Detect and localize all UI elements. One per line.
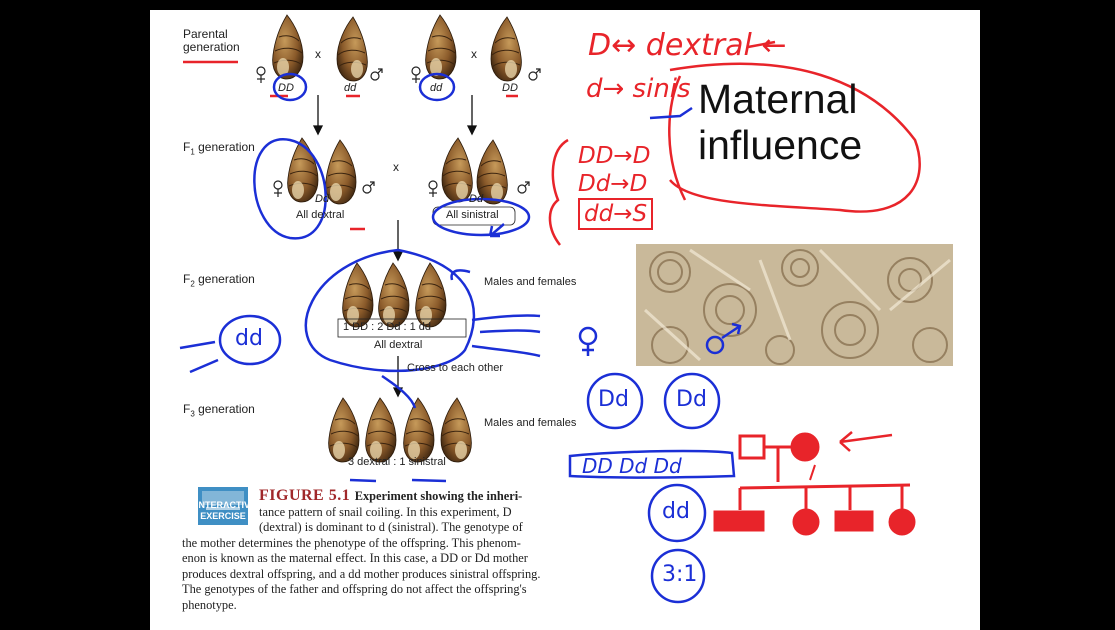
pedigree-drawing [715, 432, 914, 534]
f2-generation-label: F2 generation [183, 272, 255, 288]
genotype-label: DD [502, 82, 518, 94]
handwritten-row-genotypes: DD Dd Dd [582, 454, 682, 478]
cross-symbol: x [393, 160, 399, 174]
genotype-label: dd [430, 82, 442, 94]
genotype-label: Dd [469, 193, 483, 205]
caption-line: the mother determines the phenotype of t… [182, 536, 521, 552]
genotype-label: dd [344, 82, 356, 94]
snail-shell-dextral [343, 263, 373, 327]
handwritten-rules: DD→D Dd→D dd→S [578, 142, 653, 230]
snail-shell-dextral [416, 263, 446, 327]
caption-line: enon is known as the maternal effect. In… [182, 551, 528, 567]
f2-ratio: 1 DD : 2 Dd : 1 dd [343, 321, 431, 333]
snail-shell-dextral [288, 138, 318, 202]
snail-shell-dextral [326, 140, 356, 204]
f1-left-result: All dextral [296, 209, 344, 221]
handwritten-f2-dd: dd [235, 326, 263, 351]
handwritten-d-sinis: d→ sinis [586, 74, 691, 104]
figure-label: FIGURE 5.1 [259, 487, 350, 504]
f2-side-label: Males and females [484, 276, 576, 288]
handwritten-d-dextral: D↔ dextral ← [588, 28, 787, 63]
snail-shell-sinistral [441, 398, 471, 462]
cross-symbol: x [315, 47, 321, 61]
snail-shell-dextral [491, 17, 521, 81]
f2-result: All dextral [374, 339, 422, 351]
f3-generation-label: F3 generation [183, 402, 255, 418]
f3-side-label: Males and females [484, 417, 576, 429]
caption-line: (dextral) is dominant to d (sinistral). … [259, 520, 523, 536]
f1-generation-label: F1 generation [183, 140, 255, 156]
snail-shells-photo [636, 244, 953, 366]
snail-shell-dextral [404, 398, 434, 462]
figure-title: Experiment showing the inheri- [355, 489, 523, 503]
handwritten-ratio: 3:1 [662, 562, 697, 587]
snail-shell-dextral [366, 398, 396, 462]
handwritten-female-genotype: Dd [598, 387, 629, 412]
cross-each-other-label: Cross to each other [407, 362, 503, 374]
snail-shell-dextral [379, 263, 409, 327]
caption-line: produces dextral offspring, and a dd mot… [182, 567, 540, 583]
figure-caption: FIGURE 5.1 Experiment showing the inheri… [259, 487, 579, 505]
snail-shell-dextral [273, 15, 303, 79]
maternal-influence-heading: Maternal influence [698, 76, 862, 168]
f1-right-result: All sinistral [446, 209, 499, 221]
snail-shell-sinistral [426, 15, 456, 79]
caption-line: The genotypes of the father and offsprin… [182, 582, 527, 598]
genotype-label: DD [278, 82, 294, 94]
cross-symbol: x [471, 47, 477, 61]
handwritten-male-genotype: Dd [676, 387, 707, 412]
caption-line: phenotype. [182, 598, 237, 614]
handwritten-dd: dd [662, 499, 690, 524]
f3-ratio: 3 dextral : 1 sinistral [348, 456, 446, 468]
caption-line: tance pattern of snail coiling. In this … [259, 505, 512, 521]
snail-shell-sinistral [442, 138, 472, 202]
snail-shell-dextral [329, 398, 359, 462]
snail-shell-sinistral [337, 17, 367, 81]
genotype-label: Dd [315, 193, 329, 205]
